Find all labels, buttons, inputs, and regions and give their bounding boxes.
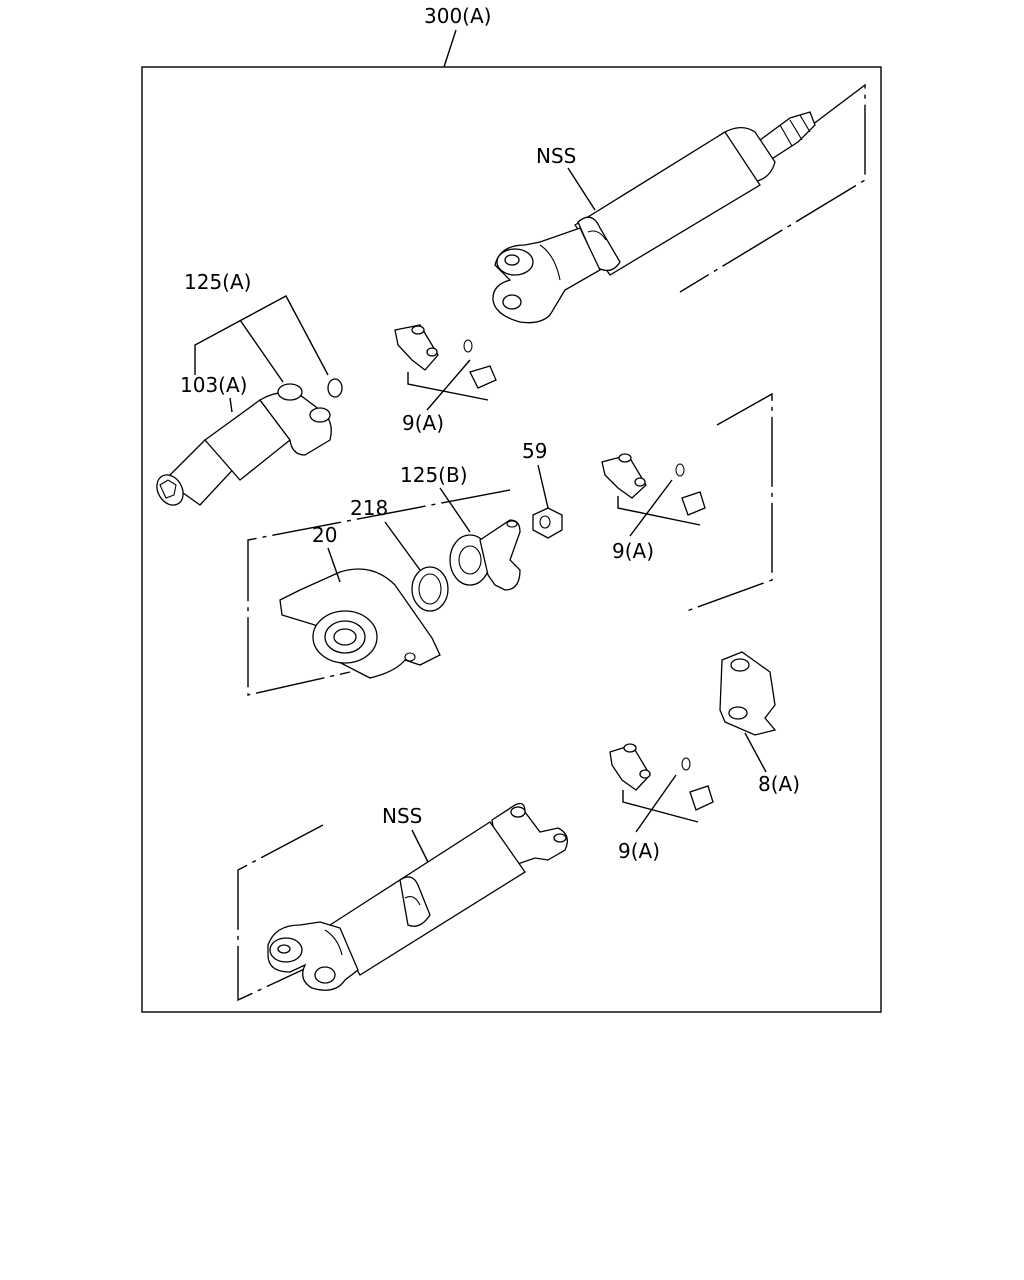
ujoint-9a-2 bbox=[601, 453, 706, 516]
leader-nss-bottom bbox=[411, 829, 429, 863]
label-20: 20 bbox=[312, 523, 337, 547]
leader-9a-1-b bbox=[426, 359, 471, 411]
leader-125b bbox=[439, 487, 471, 533]
leader-9a-1 bbox=[407, 372, 489, 401]
leader-9a-2 bbox=[617, 496, 701, 526]
ujoint-9a-1 bbox=[394, 324, 497, 389]
ujoint-9a-3 bbox=[609, 743, 714, 811]
label-125b: 125(B) bbox=[400, 463, 468, 487]
flange-yoke-8a bbox=[719, 651, 777, 736]
label-9a-3: 9(A) bbox=[618, 839, 660, 863]
slip-yoke-103a bbox=[156, 378, 343, 506]
nut-59 bbox=[532, 507, 563, 539]
label-9a-1: 9(A) bbox=[402, 411, 444, 435]
bottom-shaft-bracket bbox=[237, 824, 329, 1002]
label-assembly-300a: 300(A) bbox=[424, 4, 491, 28]
bottom-shaft bbox=[267, 802, 568, 991]
center-bearing-20 bbox=[279, 568, 441, 679]
label-9a-2: 9(A) bbox=[612, 539, 654, 563]
label-nss-top: NSS bbox=[536, 144, 576, 168]
ring-218 bbox=[411, 566, 449, 612]
leader-9a-3-b bbox=[635, 774, 677, 833]
leader-9a-2-b bbox=[629, 479, 673, 537]
label-125a: 125(A) bbox=[184, 270, 251, 294]
assembly-frame bbox=[141, 66, 882, 1013]
label-218: 218 bbox=[350, 496, 388, 520]
leader-125a bbox=[194, 295, 329, 376]
leader-20 bbox=[327, 547, 341, 583]
leader-nss-top bbox=[567, 167, 596, 211]
leader-103a bbox=[229, 397, 233, 413]
ujoint-2-bracket bbox=[683, 392, 773, 613]
leader-218 bbox=[384, 521, 421, 571]
leader-125a-b bbox=[239, 319, 284, 383]
label-8a: 8(A) bbox=[758, 772, 800, 796]
top-shaft bbox=[492, 83, 866, 324]
leader-9a-3 bbox=[622, 790, 699, 823]
assembly-leader bbox=[443, 29, 457, 68]
flange-yoke-125b bbox=[449, 519, 521, 591]
leader-8a bbox=[744, 732, 767, 773]
label-nss-bottom: NSS bbox=[382, 804, 422, 828]
bearing-bracket bbox=[247, 489, 511, 696]
label-103a: 103(A) bbox=[180, 373, 247, 397]
leader-59 bbox=[537, 464, 549, 509]
label-59: 59 bbox=[522, 439, 547, 463]
